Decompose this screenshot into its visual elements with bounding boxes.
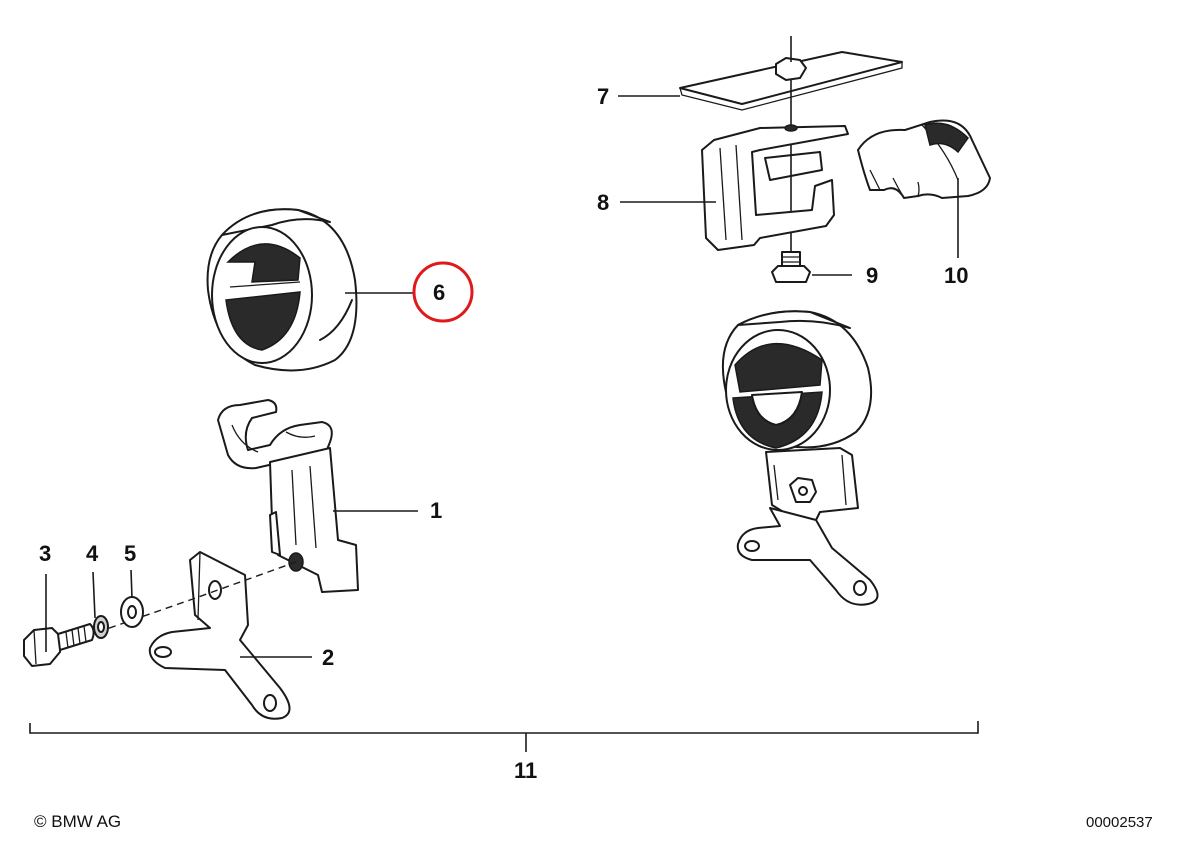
callout-5[interactable]: 5 (124, 541, 137, 566)
part-8-u-bracket (701, 124, 849, 251)
group-bracket-11 (29, 721, 979, 752)
leader-5 (130, 569, 133, 599)
callout-8[interactable]: 8 (597, 190, 610, 215)
highlight-circle (412, 261, 474, 323)
part-10-rubber-buffer (857, 119, 991, 199)
part-4-spring-washer (93, 615, 109, 639)
part-5-washer (120, 596, 144, 628)
callout-11[interactable]: 11 (514, 758, 538, 783)
callout-3[interactable]: 3 (39, 541, 52, 566)
callout-4[interactable]: 4 (86, 541, 99, 566)
callout-1[interactable]: 1 (430, 498, 443, 523)
diagram-number: 00002537 (1086, 814, 1153, 831)
part-6-rubber-mount (206, 208, 358, 372)
callout-6[interactable]: 6 (433, 280, 446, 305)
callout-10[interactable]: 10 (944, 263, 969, 288)
leader-lines (45, 95, 959, 658)
leader-4 (92, 571, 96, 619)
assembled-mount-unit (721, 310, 879, 606)
part-1-bracket (217, 399, 359, 593)
part-9-bolt (771, 251, 811, 283)
callout-7[interactable]: 7 (597, 84, 610, 109)
callout-9[interactable]: 9 (866, 263, 879, 288)
callout-2[interactable]: 2 (322, 645, 335, 670)
part-2-lower-bracket (148, 551, 291, 720)
part-3-bolt (23, 623, 95, 667)
part-7-plate (679, 36, 903, 111)
copyright-text: © BMW AG (34, 812, 122, 831)
